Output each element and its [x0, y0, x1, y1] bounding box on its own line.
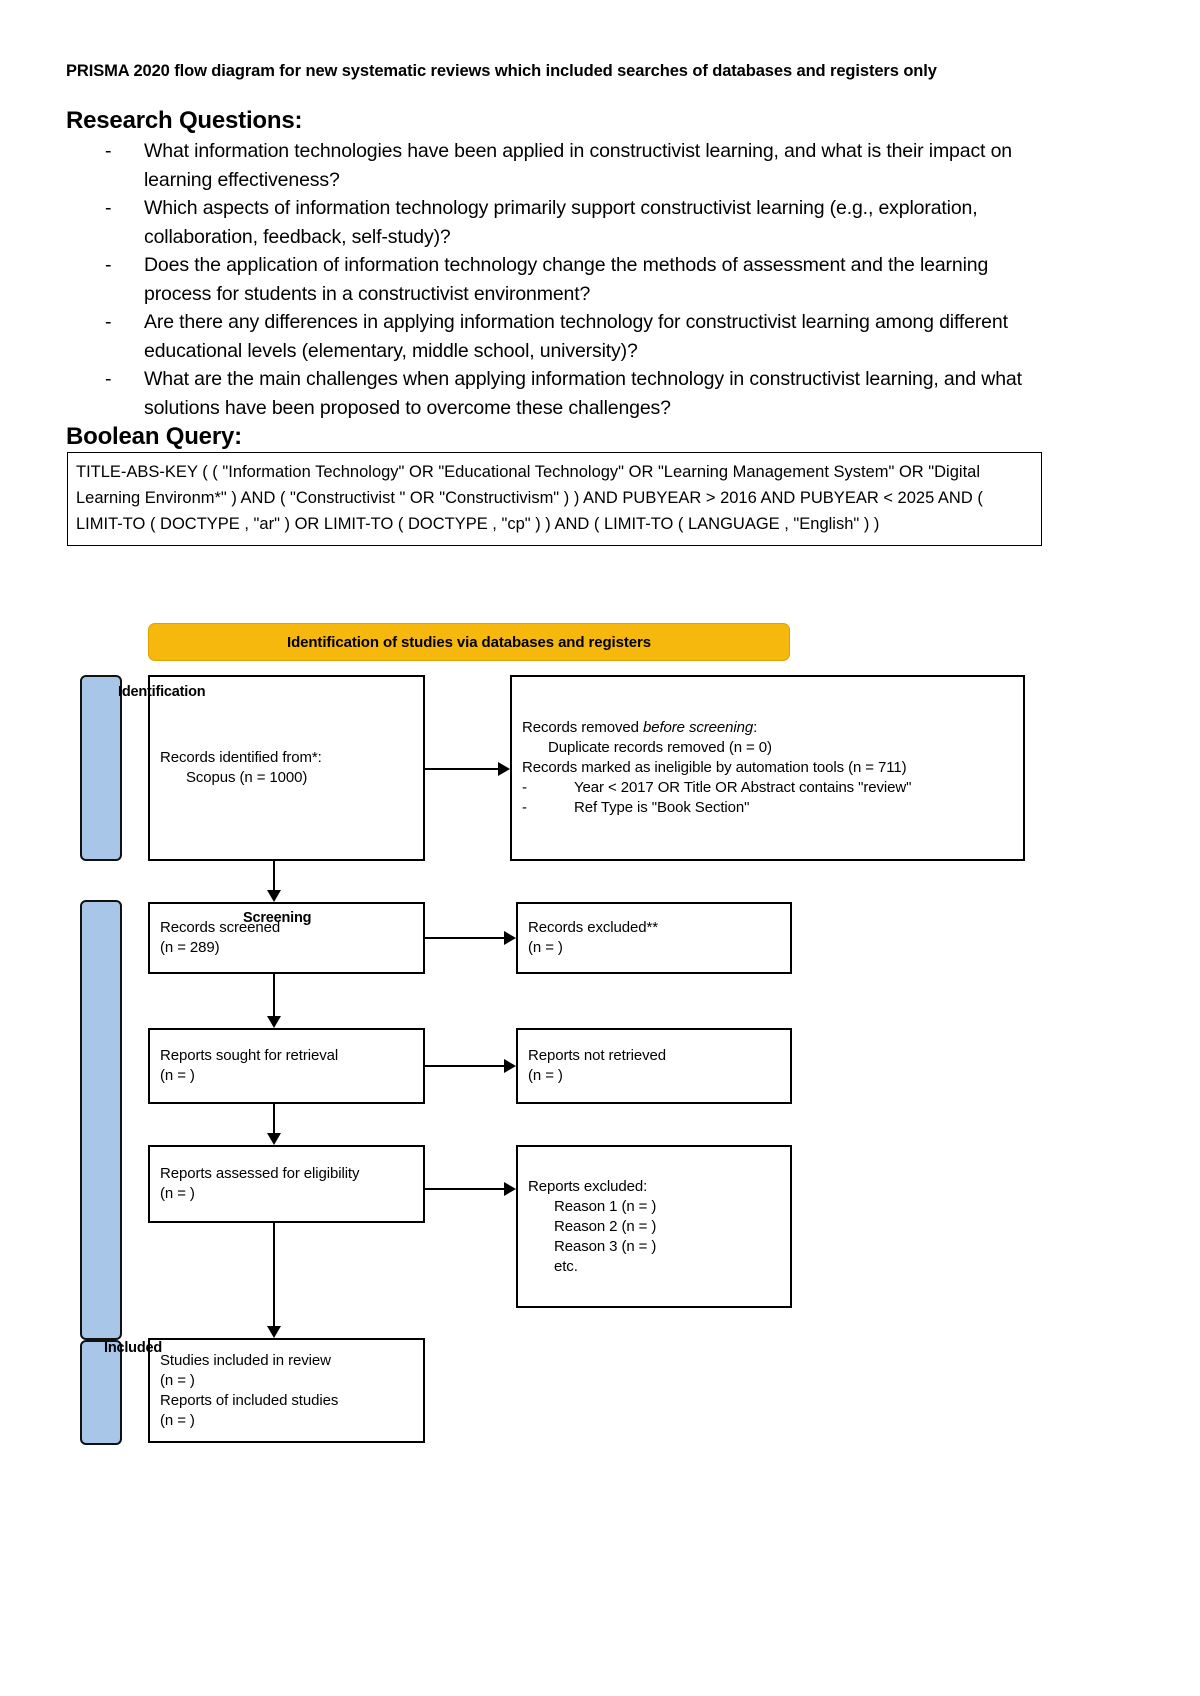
- node-line: (n = ): [528, 1067, 563, 1084]
- arrowhead-identified-to-screened: [267, 890, 281, 902]
- node-line: (n = 289): [160, 939, 220, 956]
- node-line: Reason 3 (n = ): [554, 1237, 657, 1255]
- node-line: Reason 2 (n = ): [554, 1217, 657, 1235]
- arrow-identified-to-screened: [273, 861, 275, 890]
- node-studies-included: Studies included in review (n = ) Report…: [148, 1338, 425, 1443]
- research-questions-heading: Research Questions:: [66, 107, 303, 134]
- arrow-screened-to-sought: [273, 974, 275, 1016]
- arrow-sought-to-not-retrieved: [425, 1065, 504, 1067]
- arrowhead-screened-to-sought: [267, 1016, 281, 1028]
- node-records-removed: Records removed before screening: Duplic…: [510, 675, 1025, 861]
- node-reports-sought: Reports sought for retrieval (n = ): [148, 1028, 425, 1104]
- node-line: Records screened: [160, 919, 281, 936]
- node-line: Reports of included studies: [160, 1391, 339, 1409]
- node-line: Reports sought for retrieval: [160, 1047, 339, 1064]
- node-line: (n = ): [160, 1411, 195, 1429]
- node-line: Duplicate records removed (n = 0): [548, 739, 772, 756]
- node-line: (n = ): [528, 939, 563, 956]
- arrowhead-sought-to-assessed: [267, 1133, 281, 1145]
- node-line: (n = ): [160, 1371, 195, 1389]
- flow-banner: Identification of studies via databases …: [148, 623, 790, 661]
- node-line-colon: :: [753, 719, 758, 736]
- node-bullet-text: Ref Type is "Book Section": [574, 799, 750, 816]
- arrow-assessed-to-included: [273, 1223, 275, 1326]
- node-line-text: Records removed: [522, 719, 643, 736]
- node-line: (n = ): [160, 1067, 195, 1084]
- node-line: Studies included in review: [160, 1351, 331, 1369]
- arrowhead-screened-to-excluded: [504, 931, 516, 945]
- arrow-screened-to-excluded: [425, 937, 504, 939]
- arrow-assessed-to-reports-excluded: [425, 1188, 504, 1190]
- research-question-item: Are there any differences in applying in…: [66, 308, 1056, 365]
- node-line-emphasis: before screening: [642, 719, 754, 736]
- stage-label-included: Included: [104, 1340, 163, 1356]
- research-question-item: Which aspects of information technology …: [66, 194, 1056, 251]
- boolean-query-heading: Boolean Query:: [66, 423, 242, 450]
- node-line: Reports excluded:: [528, 1177, 648, 1195]
- arrowhead-assessed-to-reports-excluded: [504, 1182, 516, 1196]
- arrowhead-identified-to-removed: [498, 762, 510, 776]
- node-line: Records excluded**: [528, 919, 658, 936]
- node-reports-excluded: Reports excluded: Reason 1 (n = ) Reason…: [516, 1145, 792, 1308]
- node-reports-not-retrieved: Reports not retrieved (n = ): [516, 1028, 792, 1104]
- node-records-screened: Records screened (n = 289): [148, 902, 425, 974]
- node-line: etc.: [554, 1257, 578, 1275]
- stage-bar-included: [80, 1340, 122, 1445]
- stage-bar-identification: [80, 675, 122, 861]
- arrow-identified-to-removed: [425, 768, 498, 770]
- node-records-excluded: Records excluded** (n = ): [516, 902, 792, 974]
- prisma-flow-diagram: Identification of studies via databases …: [0, 600, 1200, 1500]
- node-line: Reason 1 (n = ): [554, 1197, 657, 1215]
- node-reports-assessed: Reports assessed for eligibility (n = ): [148, 1145, 425, 1223]
- research-question-item: Does the application of information tech…: [66, 251, 1056, 308]
- arrowhead-sought-to-not-retrieved: [504, 1059, 516, 1073]
- research-question-item: What are the main challenges when applyi…: [66, 365, 1056, 422]
- stage-label-identification: Identification: [118, 684, 206, 700]
- node-records-identified: Records identified from*: Scopus (n = 10…: [148, 675, 425, 861]
- stage-label-screening: Screening: [243, 910, 312, 926]
- node-line: Records removed before screening:: [522, 718, 1013, 738]
- arrowhead-assessed-to-included: [267, 1326, 281, 1338]
- node-bullet: Year < 2017 OR Title OR Abstract contain…: [522, 778, 1013, 798]
- node-line: Reports not retrieved: [528, 1047, 666, 1064]
- node-line: Scopus (n = 1000): [186, 769, 308, 786]
- node-line: Reports assessed for eligibility: [160, 1165, 360, 1182]
- research-question-item: What information technologies have been …: [66, 137, 1056, 194]
- arrow-sought-to-assessed: [273, 1104, 275, 1133]
- node-bullet: Ref Type is "Book Section": [522, 798, 1013, 818]
- stage-bar-screening: [80, 900, 122, 1340]
- boolean-query-box: TITLE-ABS-KEY ( ( "Information Technolog…: [67, 452, 1042, 546]
- node-line: Records marked as ineligible by automati…: [522, 759, 907, 776]
- research-questions-list: What information technologies have been …: [66, 137, 1056, 422]
- page-title: PRISMA 2020 flow diagram for new systema…: [66, 62, 937, 80]
- node-bullet-text: Year < 2017 OR Title OR Abstract contain…: [574, 779, 912, 796]
- node-line: Records identified from*:: [160, 749, 322, 766]
- node-line: (n = ): [160, 1185, 195, 1202]
